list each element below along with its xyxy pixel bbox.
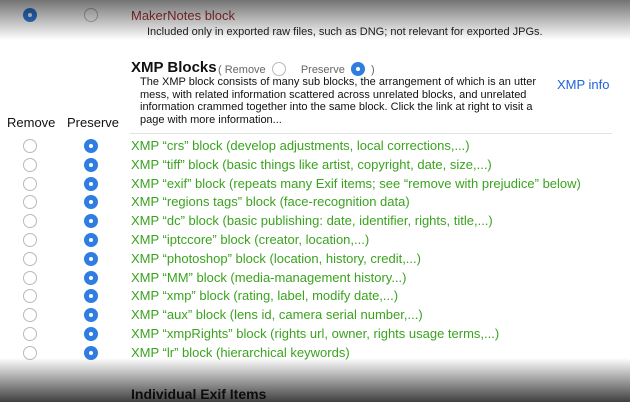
remove-radio[interactable] [23, 308, 37, 323]
xmp-block-row: XMP “crs” block (develop adjustments, lo… [0, 137, 630, 156]
xmp-block-label: XMP “MM” block (media-management history… [131, 269, 407, 285]
xmp-section-options: ( Remove Preserve ) [218, 62, 375, 76]
xmp-block-label: XMP “xmp” block (rating, label, modify d… [131, 288, 399, 304]
remove-radio[interactable] [23, 270, 37, 285]
xmp-block-label: XMP “regions tags” block (face-recogniti… [131, 194, 410, 210]
xmp-block-label: XMP “iptccore” block (creator, location,… [131, 231, 370, 247]
xmp-block-label: XMP “dc” block (basic publishing: date, … [131, 213, 493, 229]
xmp-block-label: XMP “lr” block (hierarchical keywords) [131, 344, 350, 360]
xmp-block-list: XMP “crs” block (develop adjustments, lo… [0, 137, 630, 363]
xmp-block-row: XMP “iptccore” block (creator, location,… [0, 231, 630, 250]
remove-radio[interactable] [23, 345, 37, 360]
individual-exif-section-title: Individual Exif Items [131, 386, 267, 402]
remove-radio[interactable] [23, 251, 37, 266]
preserve-radio[interactable] [84, 345, 98, 360]
remove-radio[interactable] [23, 157, 37, 172]
xmp-block-row: XMP “xmp” block (rating, label, modify d… [0, 287, 630, 306]
makernotes-title: MakerNotes block [131, 8, 236, 23]
remove-column-header: Remove [7, 115, 56, 130]
remove-radio[interactable] [23, 176, 37, 191]
xmp-block-row: XMP “MM” block (media-management history… [0, 269, 630, 288]
makernotes-note: Included only in exported raw files, suc… [147, 26, 543, 38]
xmp-block-row: XMP “regions tags” block (face-recogniti… [0, 193, 630, 212]
preserve-radio[interactable] [84, 326, 98, 341]
xmp-block-row: XMP “lr” block (hierarchical keywords) [0, 344, 630, 363]
section-divider [130, 133, 612, 134]
remove-radio[interactable] [23, 232, 37, 247]
xmp-remove-all-label: ( Remove [218, 64, 266, 76]
xmp-block-label: XMP “photoshop” block (location, history… [131, 250, 421, 266]
xmp-description: The XMP block consists of many sub block… [140, 76, 536, 126]
remove-radio[interactable] [23, 326, 37, 341]
xmp-options-close: ) [370, 64, 375, 76]
bottom-shadow [0, 358, 630, 402]
xmp-block-label: XMP “xmpRights” block (rights url, owner… [131, 325, 500, 341]
makernotes-preserve-radio[interactable] [84, 8, 98, 22]
xmp-block-row: XMP “xmpRights” block (rights url, owner… [0, 325, 630, 344]
xmp-block-row: XMP “tiff” block (basic things like arti… [0, 156, 630, 175]
xmp-block-label: XMP “exif” block (repeats many Exif item… [131, 175, 581, 191]
preserve-radio[interactable] [84, 308, 98, 323]
remove-radio[interactable] [23, 289, 37, 304]
xmp-block-row: XMP “exif” block (repeats many Exif item… [0, 175, 630, 194]
xmp-block-row: XMP “photoshop” block (location, history… [0, 250, 630, 269]
xmp-block-label: XMP “aux” block (lens id, camera serial … [131, 307, 423, 323]
preserve-radio[interactable] [84, 214, 98, 229]
xmp-block-label: XMP “crs” block (develop adjustments, lo… [131, 138, 470, 153]
xmp-block-row: XMP “dc” block (basic publishing: date, … [0, 212, 630, 231]
preserve-radio[interactable] [84, 176, 98, 191]
remove-radio[interactable] [23, 214, 37, 229]
preserve-radio[interactable] [84, 232, 98, 247]
makernotes-remove-radio[interactable] [23, 8, 37, 22]
preserve-column-header: Preserve [67, 115, 120, 130]
xmp-section-title: XMP Blocks [131, 59, 217, 76]
makernotes-row: MakerNotes block Included only in export… [0, 0, 630, 38]
xmp-block-row: XMP “aux” block (lens id, camera serial … [0, 306, 630, 325]
xmp-remove-all-radio[interactable] [271, 62, 286, 76]
preserve-radio[interactable] [84, 251, 98, 266]
preserve-radio[interactable] [84, 289, 98, 304]
preserve-radio[interactable] [84, 195, 98, 210]
preserve-radio[interactable] [84, 157, 98, 172]
xmp-preserve-all-label: Preserve [300, 64, 345, 76]
preserve-radio[interactable] [84, 270, 98, 285]
remove-radio[interactable] [23, 195, 37, 210]
xmp-preserve-all-radio[interactable] [350, 62, 365, 76]
xmp-block-label: XMP “tiff” block (basic things like arti… [131, 156, 492, 172]
preserve-radio[interactable] [84, 139, 98, 153]
remove-radio[interactable] [23, 139, 37, 153]
xmp-info-link[interactable]: XMP info [557, 77, 610, 92]
